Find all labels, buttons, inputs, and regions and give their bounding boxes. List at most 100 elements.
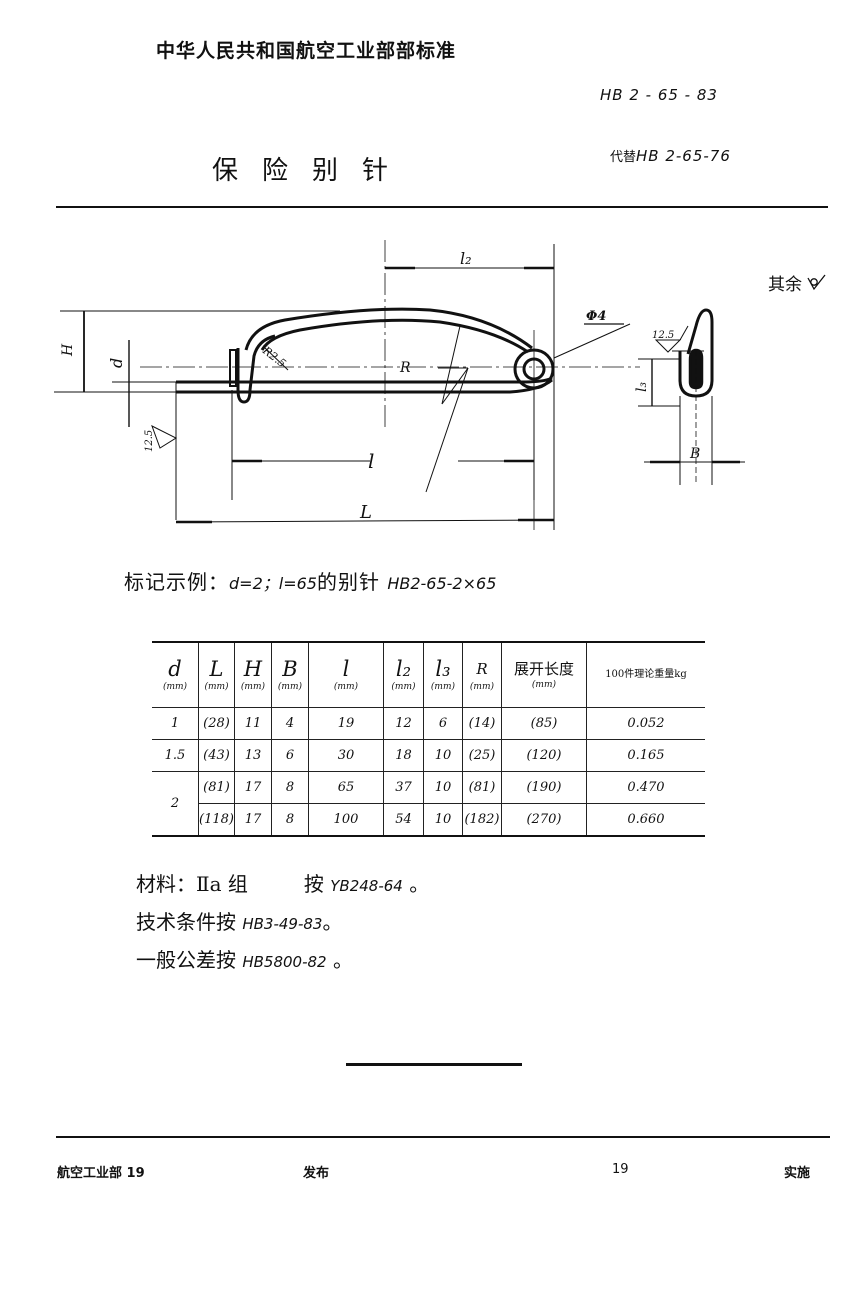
cell-l: 19 bbox=[307, 707, 384, 740]
material-label: 材料： bbox=[136, 872, 196, 896]
cell-weight: 0.052 bbox=[585, 707, 705, 740]
roughness-left-value: 12.5 bbox=[144, 430, 155, 452]
technical-code: HB3-49-83 bbox=[242, 915, 323, 933]
cell-d: 2 bbox=[152, 771, 199, 837]
cell-developed-length: (85) bbox=[500, 707, 587, 740]
cell-developed-length: (120) bbox=[500, 739, 587, 772]
col-header-H: H(mm) bbox=[233, 641, 272, 708]
replaces-label: 代替 bbox=[610, 150, 637, 165]
cell-L: (43) bbox=[198, 739, 235, 772]
cell-R: (14) bbox=[461, 707, 502, 740]
technical-label: 技术条件按 bbox=[136, 910, 236, 934]
cell-l2: 18 bbox=[382, 739, 424, 772]
note-material: 材料：Ⅱa 组 按 YB248-64 。 bbox=[136, 866, 429, 904]
cell-L: (81) bbox=[198, 771, 235, 804]
tolerance-code: HB5800-82 bbox=[242, 953, 327, 971]
cell-d: 1.5 bbox=[152, 739, 199, 772]
cell-l: 65 bbox=[307, 771, 384, 804]
document-title: 保险别针 bbox=[212, 156, 413, 186]
marking-example: 标记示例：d=2；l=65的别针 HB2-65-2×65 bbox=[124, 566, 496, 595]
material-group: Ⅱa 组 bbox=[196, 872, 248, 896]
marking-example-label: 标记示例： bbox=[124, 570, 229, 594]
cell-l3: 10 bbox=[422, 739, 463, 772]
table-header-row: d(mm) L(mm) H(mm) B(mm) l(mm) l₂(mm) l₃(… bbox=[152, 641, 705, 708]
cell-l3: 10 bbox=[422, 803, 463, 837]
dim-label-H: H bbox=[60, 343, 76, 357]
surface-rest-label: 其余 bbox=[768, 275, 802, 295]
standard-number: HB 2 - 65 - 83 bbox=[600, 86, 718, 104]
cell-l3: 10 bbox=[422, 771, 463, 804]
dim-label-d: d bbox=[107, 358, 126, 368]
surface-finish-rest-note: 其余 bbox=[768, 270, 827, 295]
cell-developed-length: (190) bbox=[500, 771, 587, 804]
roughness-right-value: 12.5 bbox=[652, 330, 674, 341]
cell-l3: 6 bbox=[422, 707, 463, 740]
footer-effective-label: 实施 bbox=[784, 1166, 811, 1181]
period: 。 bbox=[409, 872, 430, 896]
period: 。 bbox=[322, 910, 343, 934]
table-row: (118) 17 8 100 54 10 (182) (270) 0.660 bbox=[152, 803, 705, 837]
cell-weight: 0.660 bbox=[585, 803, 705, 837]
dim-label-l: l bbox=[368, 449, 374, 473]
marking-example-condition: d=2；l=65 bbox=[229, 574, 317, 593]
cell-H: 17 bbox=[233, 771, 272, 804]
dimension-table: d(mm) L(mm) H(mm) B(mm) l(mm) l₂(mm) l₃(… bbox=[152, 641, 705, 837]
material-per: 按 bbox=[303, 872, 324, 896]
table-row: 1 (28) 11 4 19 12 6 (14) (85) 0.052 bbox=[152, 707, 705, 740]
footer-divider bbox=[56, 1136, 830, 1138]
col-header-developed-length: 展开长度(mm) bbox=[500, 641, 587, 708]
col-header-l2: l₂(mm) bbox=[382, 641, 424, 708]
cell-R: (182) bbox=[461, 803, 502, 837]
col-header-d: d(mm) bbox=[152, 641, 199, 708]
end-of-document-line bbox=[346, 1063, 522, 1066]
col-header-l3: l₃(mm) bbox=[422, 641, 463, 708]
footer-effective-year: 19 bbox=[612, 1162, 629, 1177]
col-header-L: L(mm) bbox=[198, 641, 235, 708]
dim-label-l2: l₂ bbox=[460, 249, 472, 268]
replaces-standard: 代替HB 2-65-76 bbox=[610, 146, 731, 165]
cell-R: (25) bbox=[461, 739, 502, 772]
cell-l2: 12 bbox=[382, 707, 424, 740]
cell-L: (118) bbox=[198, 803, 235, 837]
col-header-l: l(mm) bbox=[307, 641, 384, 708]
header-divider bbox=[56, 206, 828, 208]
cell-developed-length: (270) bbox=[500, 803, 587, 837]
roughness-circle-check-icon bbox=[807, 274, 826, 291]
issuing-organization: 中华人民共和国航空工业部部标准 bbox=[156, 40, 457, 62]
dim-label-B: B bbox=[689, 446, 700, 462]
cell-R: (81) bbox=[461, 771, 502, 804]
footer-issued-label: 发布 bbox=[303, 1166, 330, 1181]
cell-d: 1 bbox=[152, 707, 199, 740]
cell-B: 8 bbox=[270, 803, 309, 837]
cell-l2: 37 bbox=[382, 771, 424, 804]
cell-H: 11 bbox=[233, 707, 272, 740]
cell-weight: 0.470 bbox=[585, 771, 705, 804]
dim-label-L: L bbox=[359, 502, 372, 523]
cell-H: 17 bbox=[233, 803, 272, 837]
marking-example-code: HB2-65-2×65 bbox=[387, 574, 497, 593]
dim-label-R: R bbox=[399, 360, 411, 376]
cell-B: 6 bbox=[270, 739, 309, 772]
dim-label-phi4: Φ4 bbox=[586, 309, 606, 324]
technical-notes: 材料：Ⅱa 组按 YB248-64 。 技术条件按 HB3-49-83。 一般公… bbox=[136, 866, 429, 980]
dim-label-l3: l₃ bbox=[634, 382, 650, 392]
cell-B: 4 bbox=[270, 707, 309, 740]
col-header-R: R(mm) bbox=[461, 641, 502, 708]
note-general-tolerance: 一般公差按 HB5800-82 。 bbox=[136, 942, 429, 980]
cell-l: 100 bbox=[307, 803, 384, 837]
cell-l2: 54 bbox=[382, 803, 424, 837]
table-row: 2 (81) 17 8 65 37 10 (81) (190) 0.470 bbox=[152, 771, 705, 837]
period: 。 bbox=[332, 948, 353, 972]
note-technical-conditions: 技术条件按 HB3-49-83。 bbox=[136, 904, 429, 942]
table-row: 1.5 (43) 13 6 30 18 10 (25) (120) 0.165 bbox=[152, 739, 705, 772]
cell-H: 13 bbox=[233, 739, 272, 772]
safety-pin-drawing: H d R2.5 R l₂ Φ4 l L l₃ B 12.5 12.5 bbox=[54, 240, 745, 530]
material-code: YB248-64 bbox=[330, 877, 403, 895]
col-header-B: B(mm) bbox=[270, 641, 309, 708]
cell-B: 8 bbox=[270, 771, 309, 804]
cell-L: (28) bbox=[198, 707, 235, 740]
col-header-weight-100pcs: 100件理论重量kg bbox=[585, 641, 705, 708]
cell-l: 30 bbox=[307, 739, 384, 772]
tolerance-label: 一般公差按 bbox=[136, 948, 236, 972]
marking-example-object: 的别针 bbox=[316, 570, 380, 594]
